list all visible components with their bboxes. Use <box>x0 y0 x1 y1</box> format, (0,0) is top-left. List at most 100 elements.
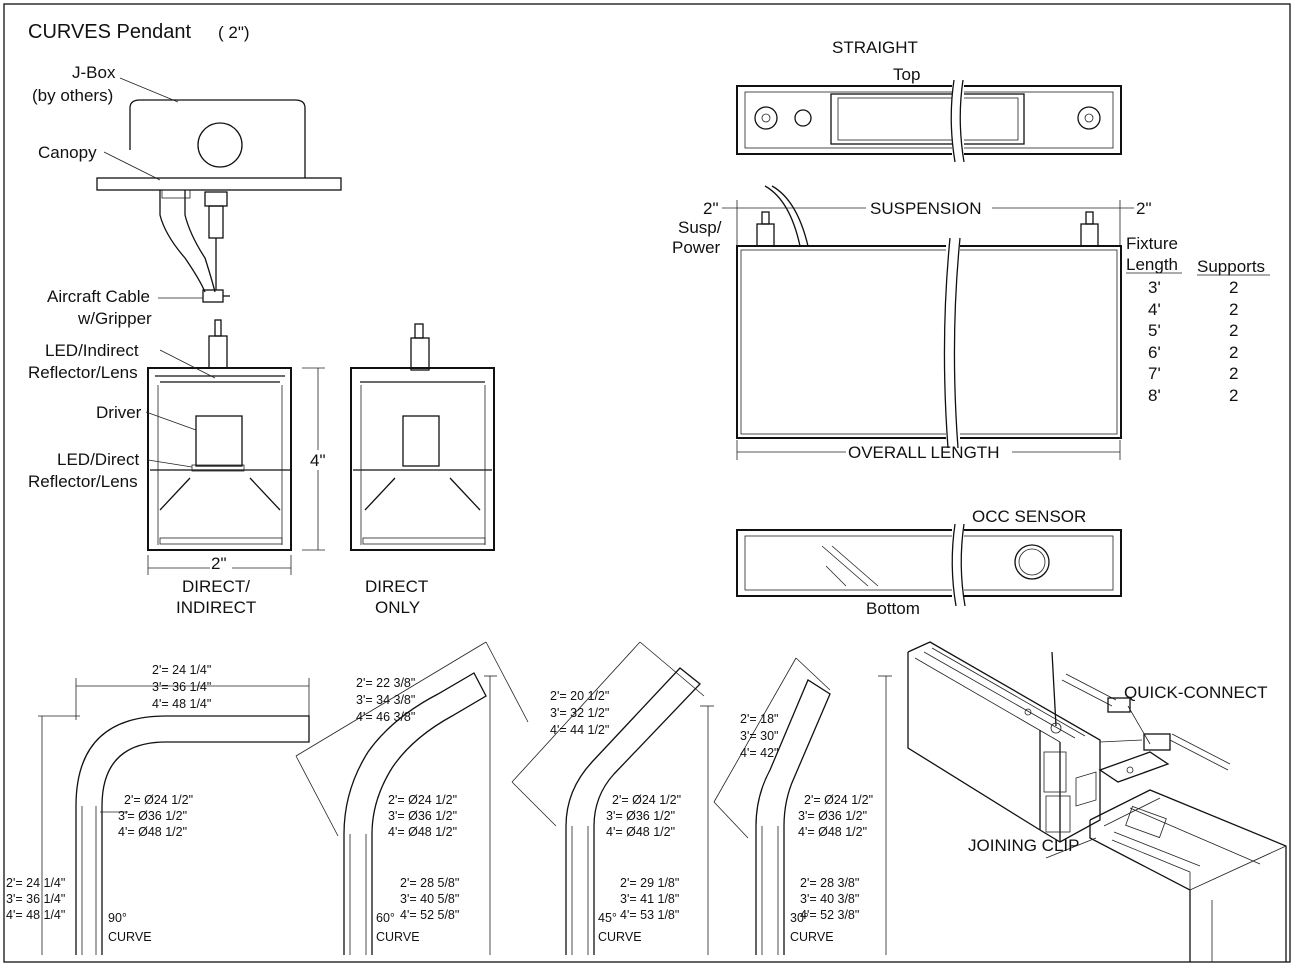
pendant-diagram: 4" 2" J-Box (by others) Canopy Aircraft … <box>28 63 495 617</box>
bottom-view <box>736 529 1122 597</box>
stem <box>208 335 228 369</box>
dim-text: 4'= 42" <box>740 746 778 760</box>
dim-text: 4'= 53 1/8" <box>620 908 679 922</box>
occ-sensor <box>1014 544 1050 580</box>
cable-label-2: w/Gripper <box>77 309 152 328</box>
table-cell-supports: 2 <box>1229 364 1238 383</box>
quick-connect-label: QUICK-CONNECT <box>1124 683 1268 702</box>
page-title-size: ( 2") <box>218 23 250 42</box>
dim-text: 4'= Ø48 1/2" <box>118 825 187 839</box>
joining-clip <box>1098 751 1170 783</box>
table-cell-length: 8' <box>1148 386 1161 405</box>
curve-label: CURVE <box>376 930 420 944</box>
table-row: 3' 2 <box>1148 278 1238 297</box>
curve-label: CURVE <box>598 930 642 944</box>
right-fixture <box>1089 820 1191 962</box>
table-cell-supports: 2 <box>1229 386 1238 405</box>
label-direct-only: DIRECT <box>365 577 428 596</box>
power-cord-side <box>764 185 809 247</box>
dim-text: 2'= 28 5/8" <box>400 876 459 890</box>
table-cell-supports: 2 <box>1229 321 1238 340</box>
table-cell-supports: 2 <box>1229 300 1238 319</box>
dim-text: 2'= 24 1/4" <box>152 663 211 677</box>
dim-text: 3'= 36 1/4" <box>152 680 211 694</box>
dim-text: 3'= Ø36 1/2" <box>118 809 187 823</box>
indirect-label-2: Reflector/Lens <box>28 363 138 382</box>
dim-text: 4'= 48 1/4" <box>6 908 65 922</box>
curve-30: 2'= 18" 3'= 30" 4'= 42" 2'= Ø24 1/2" 3'=… <box>713 657 892 955</box>
table-cell-supports: 2 <box>1229 343 1238 362</box>
dim-text: 3'= 40 3/8" <box>800 892 859 906</box>
sheet-border <box>3 3 1291 963</box>
gripper-top <box>204 191 228 207</box>
driver-box-do <box>402 415 440 467</box>
dim-text: 4'= 52 3/8" <box>800 908 859 922</box>
curve-angle: 60° <box>376 911 395 925</box>
curve-60: 2'= 22 3/8" 3'= 34 3/8" 4'= 46 3/8" 2'= … <box>295 641 529 955</box>
dim-text: 2'= 20 1/2" <box>550 689 609 703</box>
curve-angle: 90° <box>108 911 127 925</box>
direct-label-2: Reflector/Lens <box>28 472 138 491</box>
dim-text: 3'= 30" <box>740 729 778 743</box>
table-row: 8' 2 <box>1148 386 1238 405</box>
joining-clip-label: JOINING CLIP <box>968 836 1079 855</box>
housing-di <box>147 367 292 551</box>
power-cord <box>159 190 206 293</box>
left-fixture <box>907 652 1041 831</box>
table-header-fixture: Fixture <box>1126 234 1178 253</box>
direct-label: LED/Direct <box>57 450 139 469</box>
dim-text: 4'= 48 1/4" <box>152 697 211 711</box>
susp-left-dim: 2" <box>703 199 719 218</box>
cable-label: Aircraft Cable <box>47 287 150 306</box>
joining-detail: QUICK-CONNECT JOINING CLIP <box>907 641 1287 962</box>
dim-text: 3'= Ø36 1/2" <box>798 809 867 823</box>
label-direct-indirect-2: INDIRECT <box>176 598 256 617</box>
top-view-label: Top <box>893 65 920 84</box>
susp-right-dim: 2" <box>1136 199 1152 218</box>
dim-text: 4'= 46 3/8" <box>356 710 415 724</box>
driver-box <box>195 415 243 467</box>
quick-connect-socket <box>1143 733 1171 751</box>
table-cell-length: 3' <box>1148 278 1161 297</box>
curve-45: 2'= 20 1/2" 3'= 32 1/2" 4'= 44 1/2" 2'= … <box>511 641 714 955</box>
jbox-outline <box>129 99 306 178</box>
curve-60-shape <box>343 672 487 955</box>
bottom-view-label: Bottom <box>866 599 920 618</box>
stem-do <box>410 337 430 371</box>
dim-text: 3'= 41 1/8" <box>620 892 679 906</box>
susp-power-label-2: Power <box>672 238 721 257</box>
curve-90-shape <box>75 715 310 955</box>
gripper-bottom <box>202 289 224 303</box>
table-row: 7' 2 <box>1148 364 1238 383</box>
curve-90: 2'= 24 1/4" 3'= 36 1/4" 4'= 48 1/4" 2'= … <box>6 663 310 955</box>
side-view <box>736 245 1122 439</box>
curve-45-shape <box>565 667 701 955</box>
dim-text: 2'= 29 1/8" <box>620 876 679 890</box>
jbox-note: (by others) <box>32 86 113 105</box>
table-row: 5' 2 <box>1148 321 1238 340</box>
dim-text: 4'= 52 5/8" <box>400 908 459 922</box>
table-cell-length: 5' <box>1148 321 1161 340</box>
table-row: 4' 2 <box>1148 300 1238 319</box>
power-cord-edge <box>184 190 216 293</box>
occ-sensor-label: OCC SENSOR <box>972 507 1086 526</box>
overall-length-label: OVERALL LENGTH <box>848 443 999 462</box>
supports-table: Fixture Length Supports 3' 2 4' 2 5' 2 6… <box>1126 234 1270 405</box>
top-view <box>736 85 1122 155</box>
label-direct-indirect: DIRECT/ <box>182 577 250 596</box>
table-cell-length: 7' <box>1148 364 1161 383</box>
jbox-knockout <box>197 122 243 168</box>
canopy-label: Canopy <box>38 143 97 162</box>
dim-text: 4'= Ø48 1/2" <box>798 825 867 839</box>
dim-text: 2'= 18" <box>740 712 778 726</box>
jbox-label: J-Box <box>72 63 116 82</box>
table-cell-length: 6' <box>1148 343 1161 362</box>
dim-text: 2'= Ø24 1/2" <box>612 793 681 807</box>
dim-text: 2'= Ø24 1/2" <box>124 793 193 807</box>
cable-line <box>1051 651 1057 727</box>
width-dim: 2" <box>211 554 227 573</box>
height-dim: 4" <box>310 451 326 470</box>
dim-text: 3'= Ø36 1/2" <box>388 809 457 823</box>
